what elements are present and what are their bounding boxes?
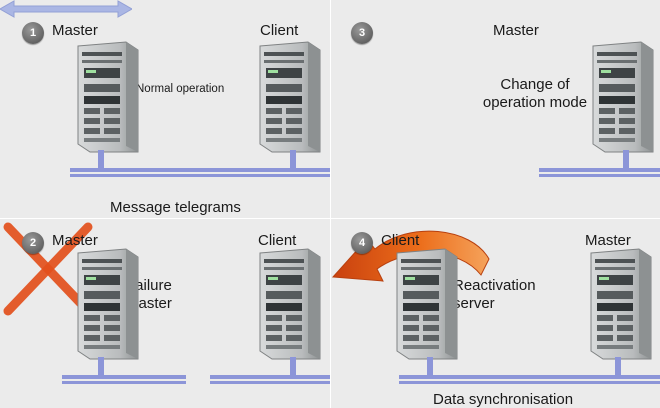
- failed-master-server-icon: [64, 247, 144, 362]
- panel-normal-operation: 1 Master Client Normal operation: [0, 0, 330, 218]
- reactivation-server-label: Reactivation server: [453, 277, 536, 313]
- caption-line-2: operation mode: [482, 94, 588, 111]
- data-synchronisation-label: Data synchronisation: [433, 391, 574, 408]
- step-badge-1: 1: [22, 22, 44, 44]
- network-line: [539, 150, 660, 180]
- failure-cross-icon: [0, 219, 96, 319]
- panel-reactivation: 4 Client Master Reactivation server: [331, 219, 660, 408]
- message-telegram-arrow: [0, 0, 132, 18]
- step-badge-3: 3: [351, 22, 373, 44]
- network-line: [62, 357, 330, 387]
- network-line: [70, 150, 330, 180]
- panel-change-of-mode: 3 Master Change of operation mode: [331, 0, 660, 218]
- network-line: [399, 357, 660, 387]
- master-server-icon: [577, 247, 657, 362]
- message-telegrams-label: Message telegrams: [110, 199, 241, 216]
- master-label: Master: [52, 232, 98, 249]
- normal-operation-label: Normal operation: [136, 83, 225, 95]
- panel-failure-master: 2 Master Client Failure Master: [0, 219, 330, 408]
- client-server-icon: [246, 40, 326, 155]
- step-badge-4: 4: [351, 232, 373, 254]
- master-label: Master: [52, 22, 98, 39]
- client-server-icon: [246, 247, 326, 362]
- client-label: Client: [260, 22, 299, 39]
- client-label: Client: [381, 232, 420, 249]
- caption-line-2: server: [453, 295, 495, 312]
- client-server-icon: [383, 247, 463, 362]
- master-label: Master: [585, 232, 631, 249]
- master-server-icon: [579, 40, 659, 155]
- step-badge-2: 2: [22, 232, 44, 254]
- master-label: Master: [493, 22, 539, 39]
- client-label: Client: [258, 232, 297, 249]
- caption-line-1: Reactivation: [453, 277, 536, 294]
- master-server-icon: [64, 40, 144, 155]
- change-of-mode-label: Change of operation mode: [480, 76, 590, 112]
- caption-line-1: Change of: [500, 76, 570, 93]
